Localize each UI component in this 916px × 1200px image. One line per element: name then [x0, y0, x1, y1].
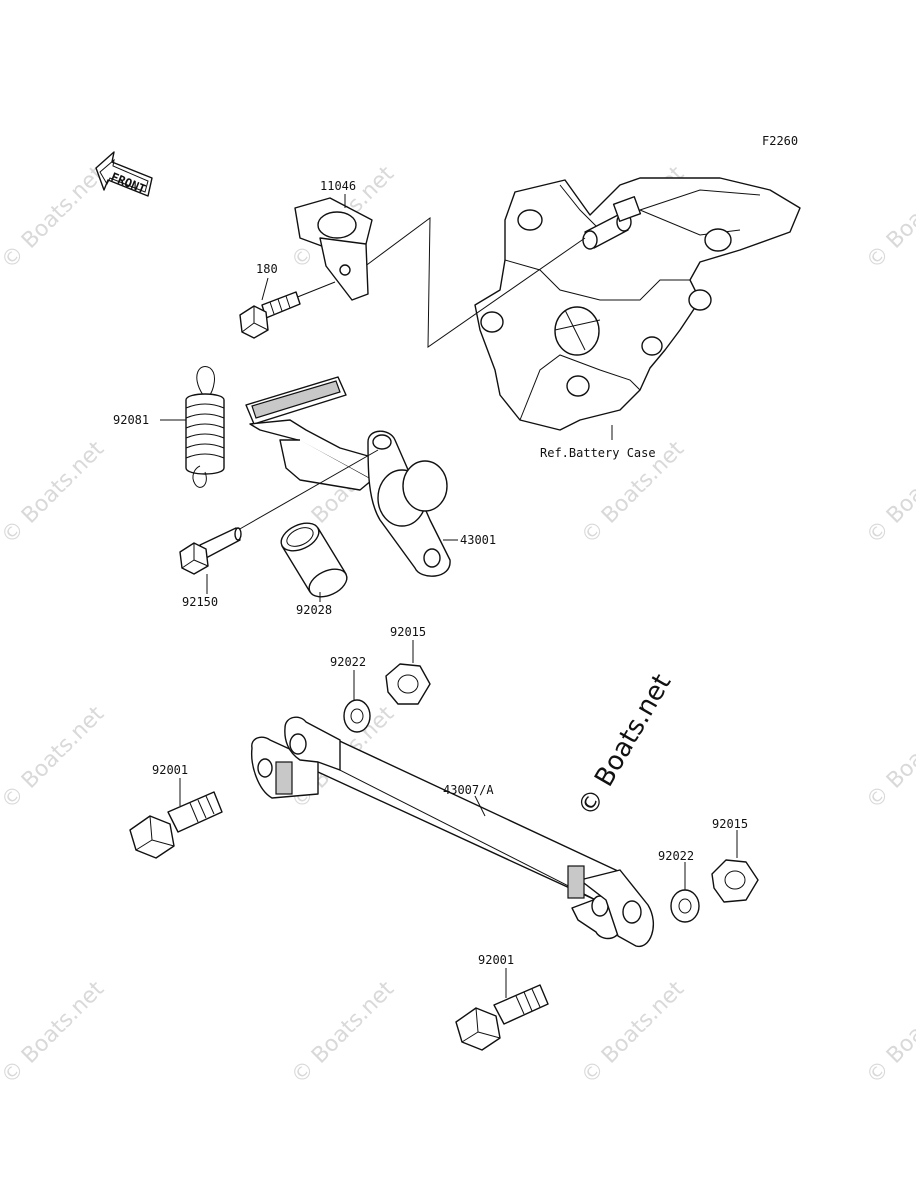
label-92015-upper: 92015: [390, 625, 426, 639]
label-92022-lower: 92022: [658, 849, 694, 863]
pivot-bolt-92150: [179, 527, 242, 575]
label-92022-upper: 92022: [330, 655, 366, 669]
spring-92081: [185, 366, 225, 488]
watermark-14: © Boats.net: [577, 976, 690, 1089]
rod-43007A: [251, 716, 655, 948]
washer-92022-lower: [670, 889, 700, 923]
assembly-line-bracket: [359, 216, 586, 348]
label-92015-lower: 92015: [712, 817, 748, 831]
bushing-92028: [280, 522, 348, 598]
bracket-11046: [294, 197, 373, 301]
watermark-11: © Boats.net: [862, 701, 916, 814]
watermark-1: © Boats.net: [0, 161, 109, 274]
bolt-92001-lower: [455, 984, 549, 1051]
bolt-92001-left: [129, 791, 223, 859]
battery-case-bracket: [474, 177, 801, 431]
brake-pedal-43001: [245, 376, 451, 577]
watermark-15: © Boats.net: [862, 976, 916, 1089]
leader-43007A: [474, 795, 486, 817]
watermark-5: © Boats.net: [0, 436, 109, 549]
label-92001-left: 92001: [152, 763, 188, 777]
label-43007A: 43007/A: [443, 783, 494, 797]
washer-92022-upper: [343, 699, 371, 733]
label-43001: 43001: [460, 533, 496, 547]
bolt-180: [239, 291, 301, 339]
copyright-watermark: © Boats.net: [572, 669, 677, 821]
reference-note: Ref.Battery Case: [540, 446, 656, 460]
assembly-line-92150: [237, 449, 379, 531]
nut-92015-upper: [385, 663, 431, 705]
front-arrow-icon: FRONT: [95, 151, 153, 197]
watermark-9: © Boats.net: [0, 701, 109, 814]
label-92001-lower: 92001: [478, 953, 514, 967]
nut-92015-lower: [711, 859, 759, 903]
label-180: 180: [256, 262, 278, 276]
watermark-13: © Boats.net: [287, 976, 400, 1089]
label-92150: 92150: [182, 595, 218, 609]
label-92081: 92081: [113, 413, 149, 427]
label-11046: 11046: [320, 179, 356, 193]
watermark-12: © Boats.net: [0, 976, 109, 1089]
leader-180: [261, 277, 269, 301]
watermark-8: © Boats.net: [862, 436, 916, 549]
figure-code: F2260: [762, 134, 798, 148]
label-92028: 92028: [296, 603, 332, 617]
watermark-layer: © Boats.net © Boats.net © Boats.net © Bo…: [0, 161, 916, 1089]
watermark-4: © Boats.net: [862, 161, 916, 274]
